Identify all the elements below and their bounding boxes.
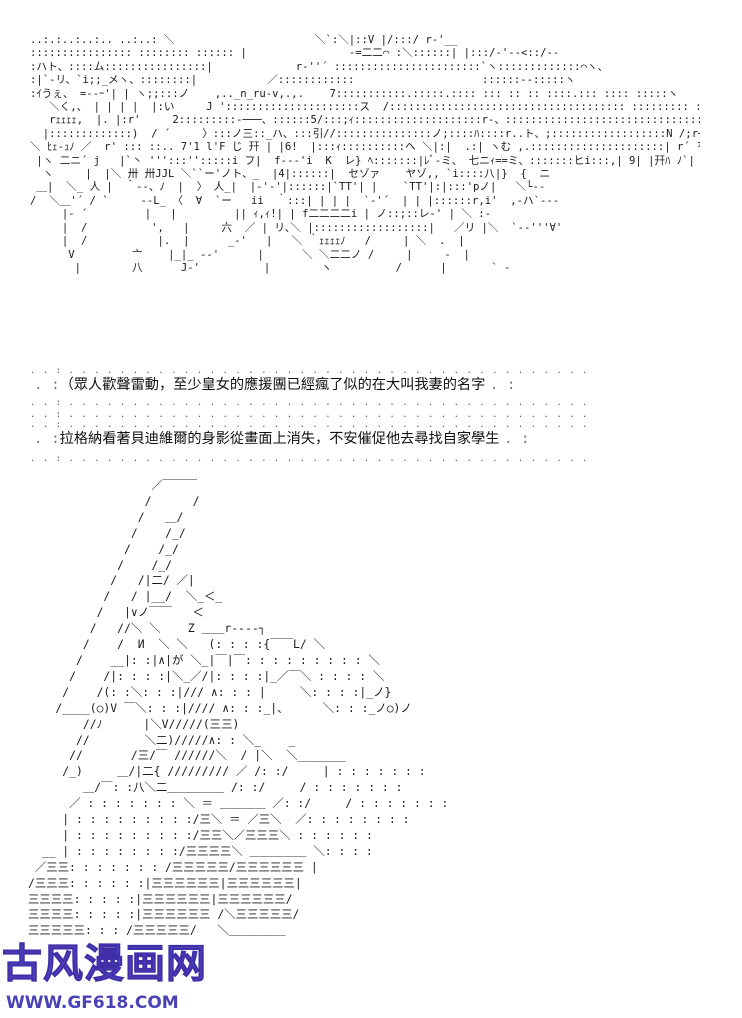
- dotted-separator: . . : . . . . . . . . . . . . . . . . . …: [30, 454, 589, 464]
- caption-line: . :拉格納看著貝迪維爾的身影從畫面上消失，不安催促他去尋找自家學生 . :: [34, 428, 594, 450]
- watermark-url: WWW.GF618.COM: [6, 993, 179, 1013]
- dotted-separator: . . : . . . . . . . . . . . . . . . . . …: [30, 420, 589, 430]
- site-watermark-logo: 古风漫画网 WWW.GF618.COM: [2, 938, 212, 1016]
- caption-right-mark: . :: [503, 431, 530, 447]
- ascii-art-crowd-scene: ..:.:..:..:.. ..:..: ＼ ＼`:＼|::V |/:::/ r…: [30, 34, 700, 274]
- caption-left-mark: . :: [34, 377, 60, 393]
- ascii-art-figure-with-staff: ／￣￣￣ / / / ＿/ / /_/ / /_/ / /_/ / /|二/ ／…: [28, 478, 449, 938]
- dotted-separator: . . : . . . . . . . . . . . . . . . . . …: [30, 366, 589, 376]
- watermark-title: 古风漫画网: [2, 941, 207, 988]
- dotted-separator: . . : . . . . . . . . . . . . . . . . . …: [30, 410, 589, 420]
- caption-left-mark: . :: [34, 431, 60, 447]
- dotted-separator: . . : . . . . . . . . . . . . . . . . . …: [30, 398, 589, 408]
- caption-text-2: 拉格納看著貝迪維爾的身影從畫面上消失，不安催促他去尋找自家學生: [59, 431, 500, 447]
- caption-line: . :（眾人歡聲雷動，至少皇女的應援團已經瘋了似的在大叫我妻的名字 . :: [34, 374, 594, 396]
- caption-text-1: （眾人歡聲雷動，至少皇女的應援團已經瘋了似的在大叫我妻的名字: [59, 377, 486, 393]
- caption-right-mark: . :: [489, 377, 516, 393]
